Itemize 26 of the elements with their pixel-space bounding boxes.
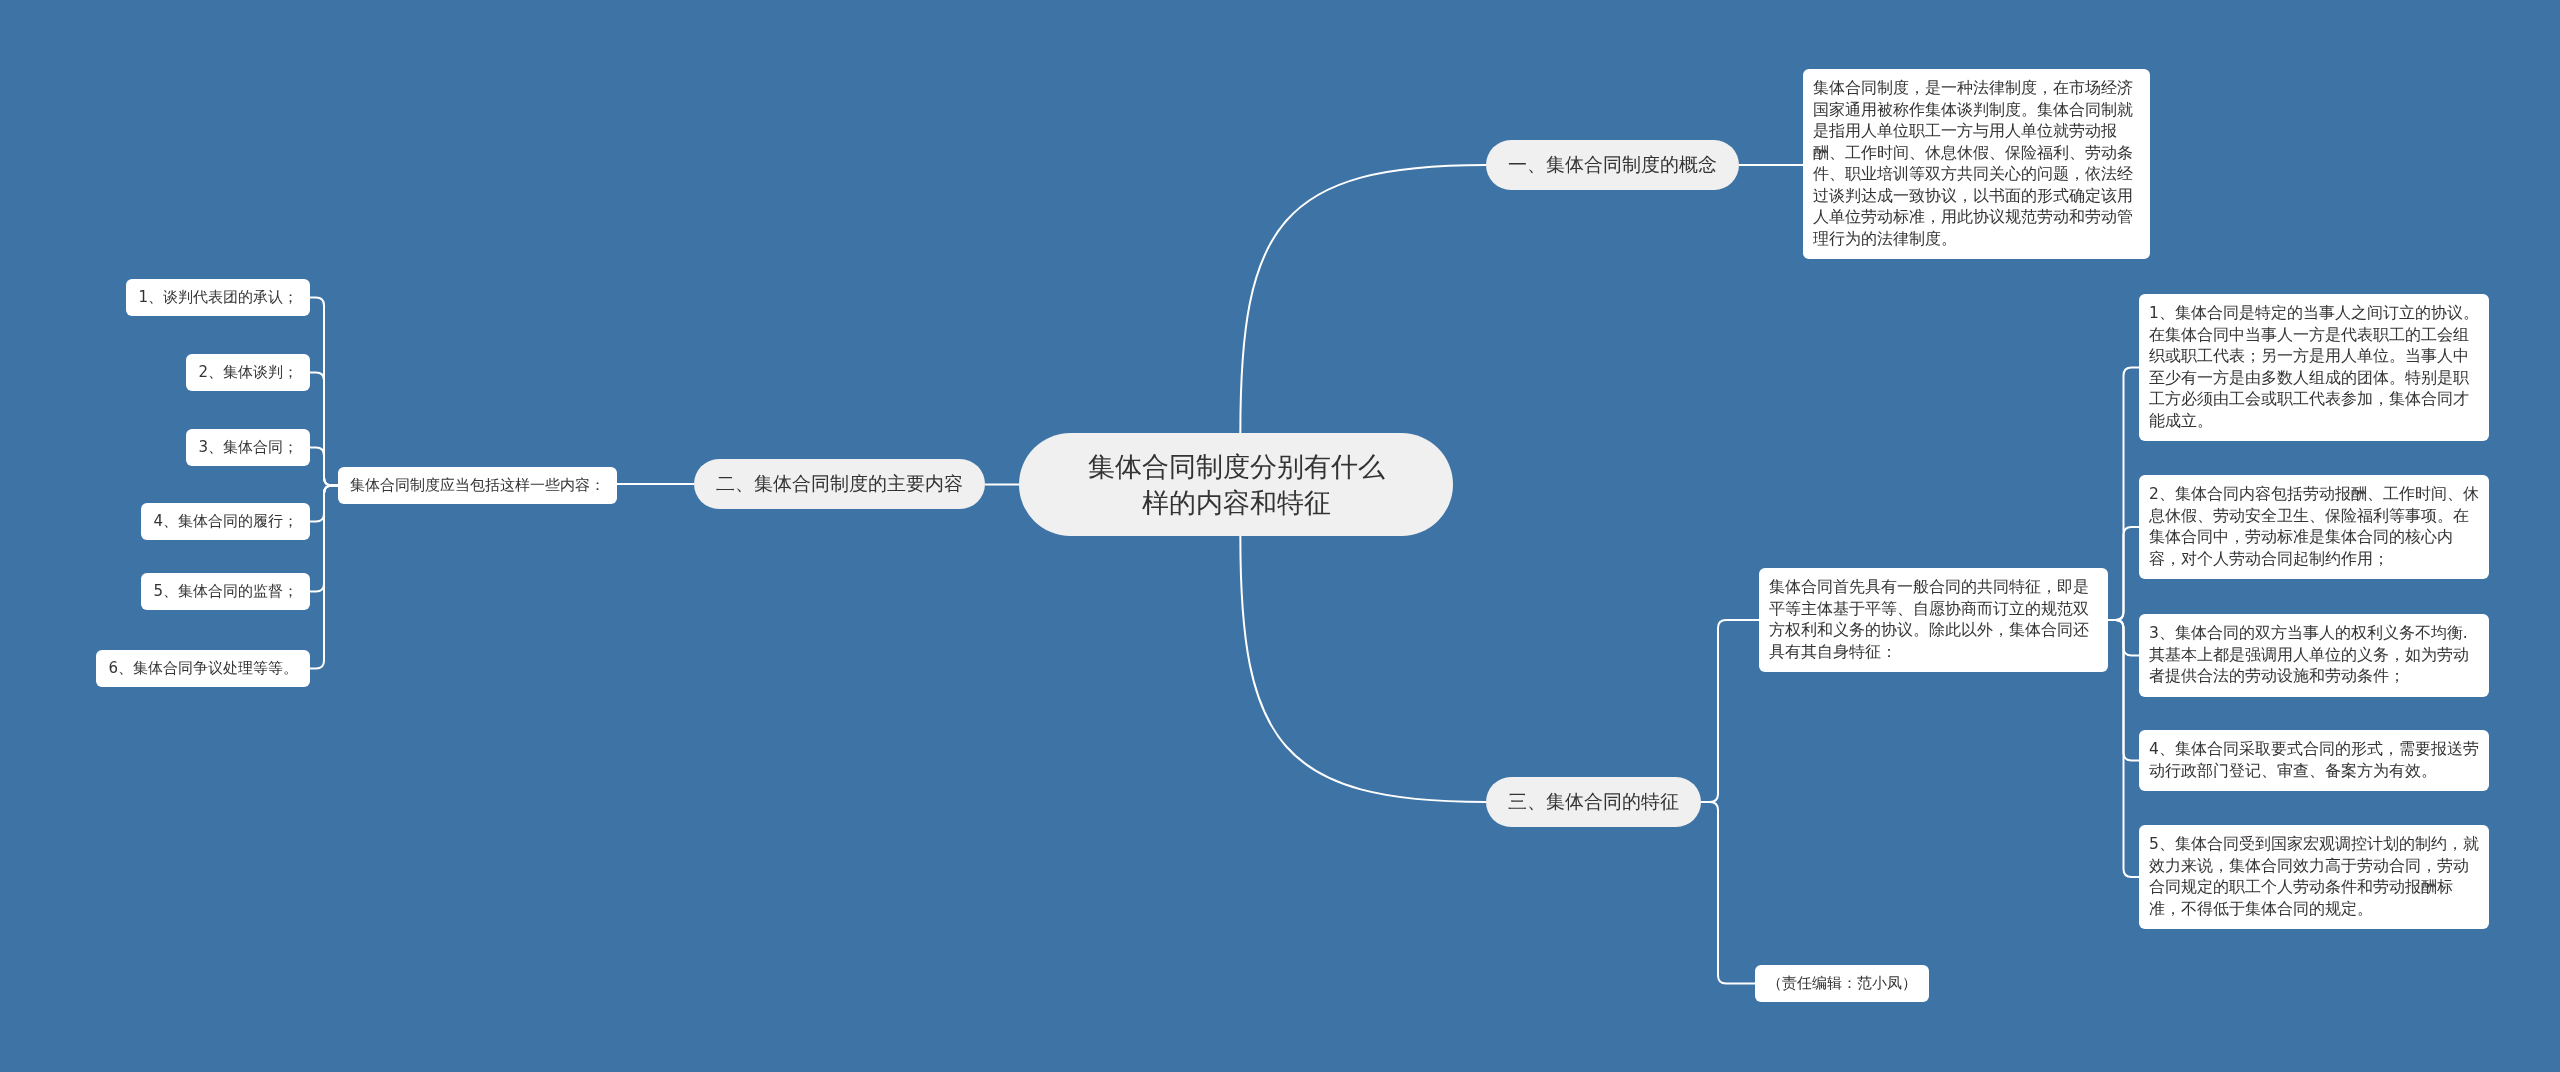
text-card: 1、集体合同是特定的当事人之间订立的协议。在集体合同中当事人一方是代表职工的工会组织或职工代表；另一方是用人单位。当事人中至少有一方是由多数人组成的团体。特别是职工方必须由工会或职工代表参加，集体合同才能成立。 [2139,294,2489,441]
connector-line [1738,164,1804,166]
subtopic-box: 集体合同制度应当包括这样一些内容： [338,467,617,504]
connector-line [984,483,1020,486]
topic-pill: 三、集体合同的特征 [1486,777,1701,827]
connector-line [1239,164,1487,434]
connector-line [2107,619,2140,878]
text-card: 4、集体合同采取要式合同的形式，需要报送劳动行政部门登记、审查、备案方为有效。 [2139,730,2489,791]
connector-line [1239,535,1487,803]
subtopic-box: 1、谈判代表团的承认； [126,279,310,316]
subtopic-box: 5、集体合同的监督； [141,573,310,610]
text-card: 集体合同首先具有一般合同的共同特征，即是平等主体基于平等、自愿协商而订立的规范双方权利和义务的协议。除此以外，集体合同还具有其自身特征： [1759,568,2108,672]
subtopic-box: （责任编辑：范小凤） [1755,965,1929,1002]
connector-line [1700,801,1756,985]
subtopic-box: 2、集体谈判； [186,354,310,391]
topic-pill: 二、集体合同制度的主要内容 [694,459,985,509]
text-card: 5、集体合同受到国家宏观调控计划的制约，就效力来说，集体合同效力高于劳动合同，劳动合同规定的职工个人劳动条件和劳动报酬标准，不得低于集体合同的规定。 [2139,825,2489,929]
subtopic-box: 3、集体合同； [186,429,310,466]
subtopic-box: 6、集体合同争议处理等等。 [96,650,310,687]
text-card: 集体合同制度，是一种法律制度，在市场经济国家通用被称作集体谈判制度。集体合同制就是指用人单位职工一方与用人单位就劳动报酬、工作时间、休息休假、保险福利、劳动条件、职业培训等双方共同关心的问题，依法经过谈判达成一致协议，以书面的形式确定该用人单位劳动标准，用此协议规范劳动和劳动管理行为的法律制度。 [1803,69,2150,259]
central-topic: 集体合同制度分别有什么样的内容和特征 [1019,433,1453,536]
subtopic-box: 4、集体合同的履行； [141,503,310,540]
text-card: 2、集体合同内容包括劳动报酬、工作时间、休息休假、劳动安全卫生、保险福利等事项。在集体合同中，劳动标准是集体合同的核心内容，对个人劳动合同起制约作用； [2139,475,2489,579]
text-card: 3、集体合同的双方当事人的权利义务不均衡.其基本上都是强调用人单位的义务，如为劳动者提供合法的劳动设施和劳动条件； [2139,614,2489,697]
topic-pill: 一、集体合同制度的概念 [1486,140,1739,190]
connector-line [616,483,695,485]
